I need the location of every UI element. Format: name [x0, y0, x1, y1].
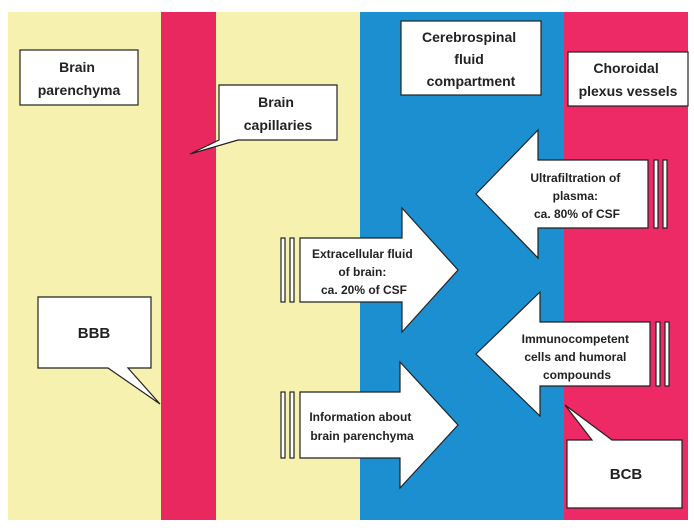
- csf-compartment-label-box: Cerebrospinal fluid compartment: [400, 20, 542, 96]
- svg-text:Brain parenchyma: Brain parenchyma: [38, 59, 121, 98]
- brain-capillary-wall: [161, 12, 216, 520]
- svg-text:Brain capillaries: Brain capillaries: [244, 94, 313, 133]
- csf-line-1: Cerebrospinal: [422, 29, 516, 45]
- extracellular-fluid-arrow: Extracellular fluid of brain: ca. 20% of…: [280, 206, 459, 334]
- svg-text:Ultrafiltration of plasm: Ultrafiltration of plasma: ca. 80% of CS…: [530, 171, 623, 221]
- immunocompetent-line-1: Immunocompetent: [522, 332, 629, 346]
- information-arrow-tail-stripe-2: [289, 391, 295, 459]
- bbb-label: BBB: [78, 325, 111, 342]
- extracellular-line-1: Extracellular fluid: [312, 247, 413, 261]
- brain-capillaries-line-2: capillaries: [244, 117, 313, 133]
- extracellular-line-2: of brain:: [338, 265, 386, 279]
- brain-parenchyma-line-1: Brain: [59, 59, 95, 75]
- choroidal-plexus-line-2: plexus vessels: [579, 83, 678, 99]
- csf-line-3: compartment: [427, 73, 516, 89]
- bcb-label: BCB: [610, 466, 643, 483]
- immunocompetent-arrow: Immunocompetent cells and humoral compou…: [475, 290, 670, 418]
- ultrafiltration-line-1: Ultrafiltration of: [530, 171, 621, 185]
- ultrafiltration-arrow: Ultrafiltration of plasma: ca. 80% of CS…: [475, 128, 668, 260]
- extracellular-arrow-tail-stripe-2: [289, 237, 295, 303]
- svg-text:Extracellular fluid of b: Extracellular fluid of brain: ca. 20% of…: [312, 247, 416, 297]
- brain-parenchyma-line-2: parenchyma: [38, 82, 121, 98]
- information-arrow-tail-stripe-1: [280, 391, 286, 459]
- brain-capillaries-line-1: Brain: [258, 94, 294, 110]
- ultrafiltration-arrow-tail-stripe-2: [662, 159, 668, 229]
- choroidal-plexus-label-box: Choroidal plexus vessels: [567, 51, 689, 107]
- csf-line-2: fluid: [454, 51, 484, 67]
- choroidal-plexus-line-1: Choroidal: [593, 60, 658, 76]
- immunocompetent-arrow-tail-stripe-1: [655, 321, 661, 387]
- extracellular-line-3: ca. 20% of CSF: [321, 283, 407, 297]
- ultrafiltration-arrow-tail-stripe-1: [653, 159, 659, 229]
- brain-parenchyma-label-box: Brain parenchyma: [19, 49, 139, 106]
- information-line-2: brain parenchyma: [310, 429, 414, 443]
- extracellular-arrow-tail-stripe-1: [280, 237, 286, 303]
- information-arrow: Information about brain parenchyma: [280, 360, 459, 490]
- svg-text:Immunocompetent cells an: Immunocompetent cells and humoral compou…: [522, 332, 633, 382]
- immunocompetent-arrow-tail-stripe-2: [664, 321, 670, 387]
- brain-capillaries-callout: Brain capillaries: [189, 84, 338, 155]
- bcb-callout: BCB: [564, 404, 683, 509]
- svg-text:Information about brain: Information about brain parenchyma: [309, 410, 414, 443]
- information-line-1: Information about: [309, 410, 411, 424]
- ultrafiltration-line-2: plasma:: [553, 189, 598, 203]
- immunocompetent-line-3: compounds: [543, 368, 611, 382]
- svg-text:Cerebrospinal fluid: Cerebrospinal fluid compartment: [422, 29, 520, 89]
- bbb-callout: BBB: [37, 296, 161, 405]
- immunocompetent-line-2: cells and humoral: [524, 350, 626, 364]
- ultrafiltration-line-3: ca. 80% of CSF: [534, 207, 620, 221]
- svg-text:Choroidal plexus vessels: Choroidal plexus vessels: [579, 60, 678, 99]
